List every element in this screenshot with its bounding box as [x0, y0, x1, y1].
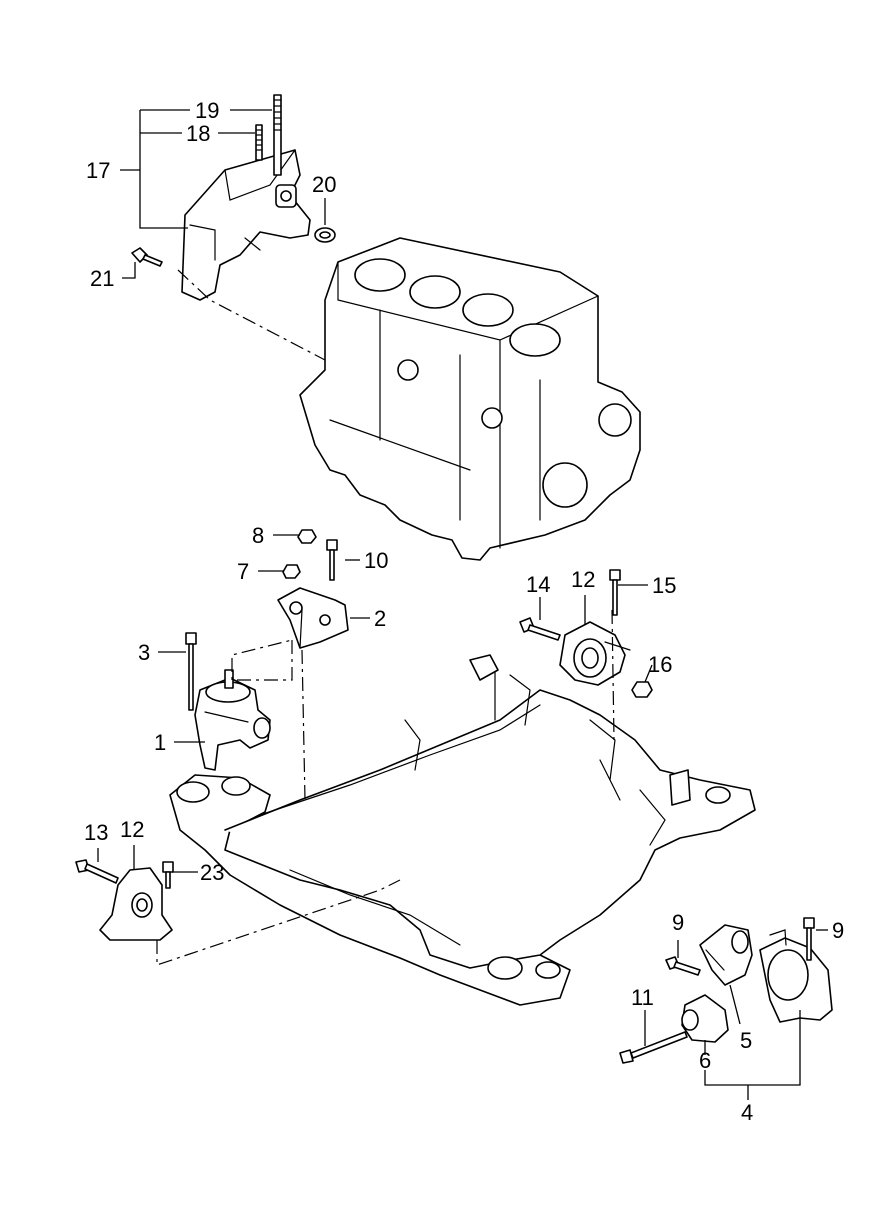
- washer-21: [314, 227, 336, 243]
- stud-bolt-19: [255, 124, 263, 161]
- callout-10: 10: [364, 548, 388, 573]
- leader-lines: [97, 109, 828, 1100]
- callout-5: 5: [740, 1028, 752, 1053]
- callout-8: 8: [252, 523, 264, 548]
- callout-9-right: 9: [832, 918, 844, 943]
- callout-9-left: 9: [672, 910, 684, 935]
- bushing-6: [681, 994, 729, 1043]
- bolt-14: [75, 859, 119, 884]
- stud-bolt-20: [273, 94, 282, 176]
- callout-20: 19: [195, 98, 219, 123]
- nut-8: [297, 529, 317, 544]
- bracket-2: [277, 587, 349, 649]
- callout-19: 18: [186, 121, 210, 146]
- callout-15: 14: [526, 572, 550, 597]
- left-lower-mount: [99, 867, 173, 941]
- left-engine-mount: [194, 669, 271, 771]
- callout-12: 12: [120, 817, 144, 842]
- callout-7: 7: [237, 559, 249, 584]
- right-upper-mount: [559, 621, 631, 686]
- bracket-5: [699, 924, 753, 986]
- callout-4: 4: [741, 1100, 753, 1125]
- assembly-lines: [156, 269, 615, 966]
- bolt-11: [619, 1031, 688, 1064]
- bolt-23: [162, 861, 174, 889]
- callout-13: 12: [571, 567, 595, 592]
- callout-2: 2: [374, 606, 386, 631]
- callout-22: 21: [90, 266, 114, 291]
- nut-17: [631, 681, 653, 698]
- bolt-9-right: [803, 917, 815, 961]
- callout-11: 11: [631, 985, 654, 1010]
- mount-housing-4: [759, 929, 833, 1023]
- callout-14: 13: [84, 820, 108, 845]
- bolt-15: [519, 617, 561, 641]
- bolt-16: [609, 569, 621, 616]
- bolt-22: [131, 247, 163, 267]
- callout-18: 17: [86, 158, 110, 183]
- upper-mount-bracket: [181, 149, 311, 301]
- callout-1: 1: [154, 730, 166, 755]
- nut-7: [282, 564, 301, 579]
- bolt-3: [185, 632, 197, 711]
- engine-block: [299, 237, 641, 561]
- callout-labels: 19 18 17 20 21 8 7 10 2 3 1 14 12 15 16 …: [84, 98, 844, 1125]
- callout-16: 15: [652, 573, 676, 598]
- callout-3: 3: [138, 640, 150, 665]
- callout-17: 16: [648, 652, 672, 677]
- callout-23: 23: [200, 860, 224, 885]
- front-subframe: [169, 654, 756, 1006]
- callout-21: 20: [312, 172, 336, 197]
- callout-6: 6: [699, 1048, 711, 1073]
- bolt-10: [326, 539, 338, 581]
- bolt-9-left: [665, 956, 701, 976]
